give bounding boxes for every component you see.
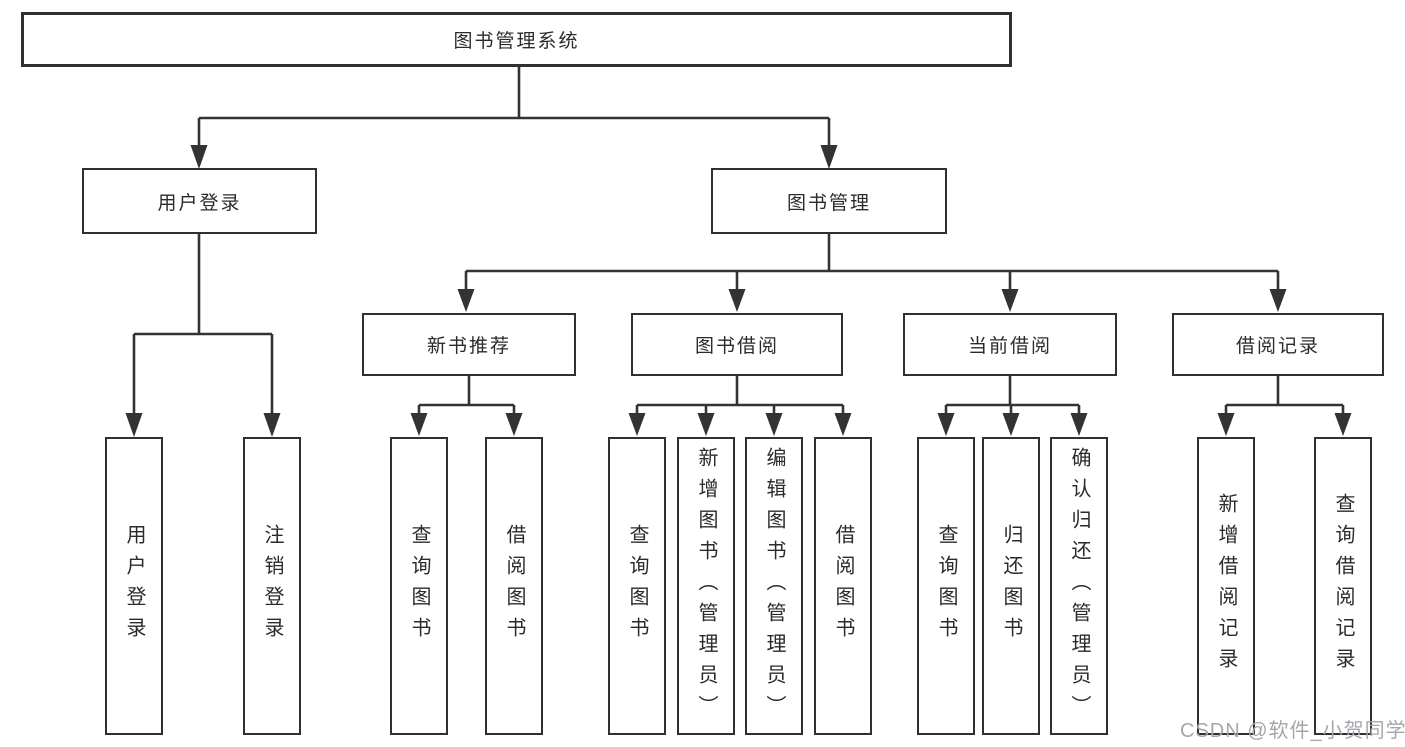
node-label: 图书管理系统 bbox=[453, 31, 580, 52]
leaf-query-books-recommend: 查询图书 bbox=[390, 437, 448, 735]
leaf-logout: 注销登录 bbox=[243, 437, 301, 735]
node-label: 借阅图书 bbox=[832, 524, 854, 648]
leaf-query-books-borrow: 查询图书 bbox=[608, 437, 666, 735]
leaf-edit-books-admin: 编辑图书（管理员） bbox=[745, 437, 803, 735]
node-borrow-records: 借阅记录 bbox=[1172, 313, 1384, 376]
node-label: 查询图书 bbox=[408, 524, 430, 648]
leaf-user-login: 用户登录 bbox=[105, 437, 163, 735]
node-new-book-recommend: 新书推荐 bbox=[362, 313, 576, 376]
leaf-add-borrow-record: 新增借阅记录 bbox=[1197, 437, 1255, 735]
node-label: 归还图书 bbox=[1000, 524, 1022, 648]
leaf-add-books-admin: 新增图书（管理员） bbox=[677, 437, 735, 735]
node-current-borrow: 当前借阅 bbox=[903, 313, 1117, 376]
node-label: 编辑图书（管理员） bbox=[763, 446, 785, 726]
leaf-query-books-current: 查询图书 bbox=[917, 437, 975, 735]
csdn-watermark: CSDN @软件_小贺同学 bbox=[1180, 720, 1405, 742]
node-library-system: 图书管理系统 bbox=[21, 12, 1012, 67]
leaf-return-books: 归还图书 bbox=[982, 437, 1040, 735]
node-label: 新书推荐 bbox=[426, 336, 511, 357]
node-label: 注销登录 bbox=[261, 524, 283, 648]
leaf-query-borrow-record: 查询借阅记录 bbox=[1314, 437, 1372, 735]
node-label: 借阅图书 bbox=[503, 524, 525, 648]
node-label: 查询图书 bbox=[935, 524, 957, 648]
node-label: 新增借阅记录 bbox=[1215, 493, 1237, 679]
node-user-login: 用户登录 bbox=[82, 168, 317, 234]
node-label: 用户登录 bbox=[123, 524, 145, 648]
leaf-confirm-return-admin: 确认归还（管理员） bbox=[1050, 437, 1108, 735]
leaf-borrow-books: 借阅图书 bbox=[814, 437, 872, 735]
leaf-borrow-books-recommend: 借阅图书 bbox=[485, 437, 543, 735]
node-book-borrow: 图书借阅 bbox=[631, 313, 843, 376]
node-label: 用户登录 bbox=[157, 192, 242, 214]
node-book-management: 图书管理 bbox=[711, 168, 947, 234]
node-label: 查询借阅记录 bbox=[1332, 493, 1354, 679]
node-label: 图书管理 bbox=[786, 192, 871, 214]
node-label: 查询图书 bbox=[626, 524, 648, 648]
node-label: 借阅记录 bbox=[1235, 336, 1320, 357]
node-label: 图书借阅 bbox=[694, 336, 779, 357]
node-label: 当前借阅 bbox=[967, 336, 1052, 357]
node-label: 新增图书（管理员） bbox=[695, 446, 717, 726]
node-label: 确认归还（管理员） bbox=[1068, 446, 1090, 726]
